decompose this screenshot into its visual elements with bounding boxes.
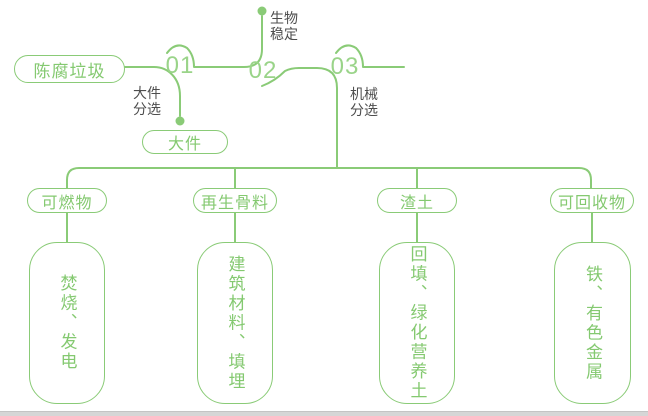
step-label-mechanical-sorting: 机械分选: [350, 86, 378, 118]
output-box-text: 铁、有色金属: [583, 264, 602, 382]
category-pill-recycled-aggregate: 再生骨料: [193, 188, 277, 213]
wire-step03-tail: [335, 44, 405, 68]
category-pill-slag-soil: 渣土: [377, 188, 457, 213]
category-pill-combustibles: 可燃物: [27, 188, 107, 213]
endpoint-dot-bio: [257, 6, 267, 16]
bottom-edge-divider: [0, 411, 648, 416]
wire-step02-to-distribution: [261, 67, 338, 169]
step-number-02: 02: [248, 57, 278, 84]
category-pill-recyclables: 可回收物: [550, 188, 634, 213]
category-label: 可回收物: [557, 194, 626, 212]
category-label: 可燃物: [41, 194, 93, 212]
category-label: 渣土: [399, 194, 434, 212]
output-box-text: 回填、绿化营养土: [407, 245, 427, 401]
step-number-01: 01: [165, 52, 195, 79]
output-box-text: 焚烧、发电: [57, 274, 77, 372]
step-label-bulky-sorting: 大件分选: [133, 85, 161, 117]
wire-step01-to-step02: [166, 15, 263, 68]
endpoint-dot-bulky: [175, 116, 185, 126]
output-box-building-materials: 建筑材料、填埋: [197, 242, 273, 404]
wire-distribution-rail: [66, 167, 592, 193]
output-box-metals: 铁、有色金属: [554, 242, 631, 404]
wire-source-to-step01: [124, 66, 181, 117]
output-box-text: 建筑材料、填埋: [225, 254, 245, 392]
output-box-backfill: 回填、绿化营养土: [379, 242, 455, 404]
category-label: 再生骨料: [200, 194, 269, 212]
source-pill: 陈腐垃圾: [14, 55, 125, 83]
bulky-output-pill: 大件: [142, 130, 228, 154]
bulky-output-label: 大件: [167, 136, 202, 153]
step-number-03: 03: [330, 53, 360, 80]
step-label-bio-stabilization: 生物稳定: [270, 10, 298, 42]
source-pill-label: 陈腐垃圾: [33, 61, 106, 81]
output-box-incineration: 焚烧、发电: [29, 242, 105, 404]
